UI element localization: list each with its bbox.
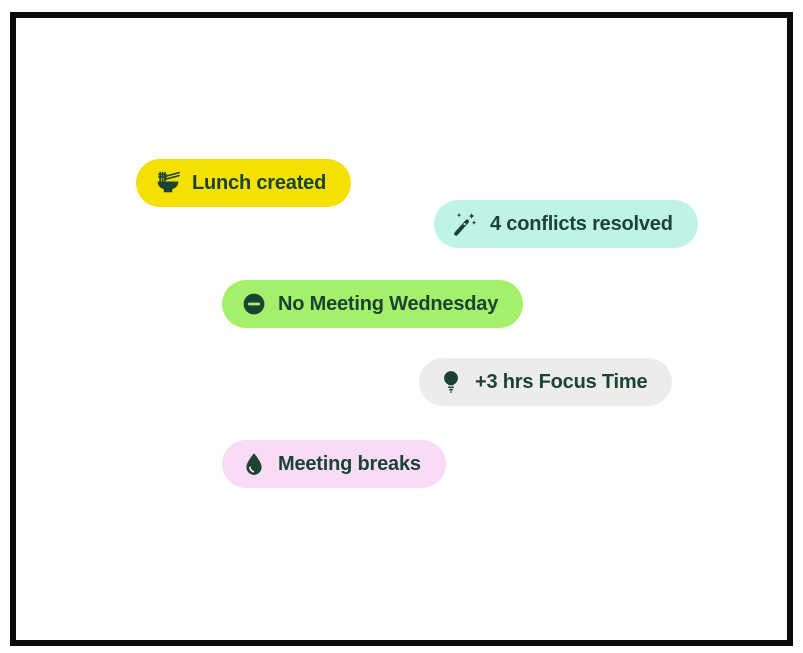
canvas-frame: Lunch created 4 conflicts resolved No Me… — [10, 12, 793, 646]
badge-label: Meeting breaks — [278, 452, 421, 475]
badge-label: +3 hrs Focus Time — [475, 370, 648, 393]
badge-label: Lunch created — [192, 171, 327, 194]
water-drop-icon — [246, 453, 262, 475]
badge-meeting-breaks: Meeting breaks — [222, 440, 446, 488]
badge-conflicts-resolved: 4 conflicts resolved — [434, 200, 698, 248]
badge-label: No Meeting Wednesday — [278, 292, 499, 315]
badge-no-meeting-wednesday: No Meeting Wednesday — [222, 280, 524, 328]
lightbulb-icon — [444, 371, 458, 393]
badge-label: 4 conflicts resolved — [490, 212, 673, 235]
noodle-bowl-icon — [157, 171, 180, 193]
badge-focus-time: +3 hrs Focus Time — [419, 358, 673, 406]
magic-wand-icon — [454, 212, 477, 236]
minus-circle-icon — [243, 293, 265, 315]
badge-lunch-created: Lunch created — [136, 159, 352, 207]
